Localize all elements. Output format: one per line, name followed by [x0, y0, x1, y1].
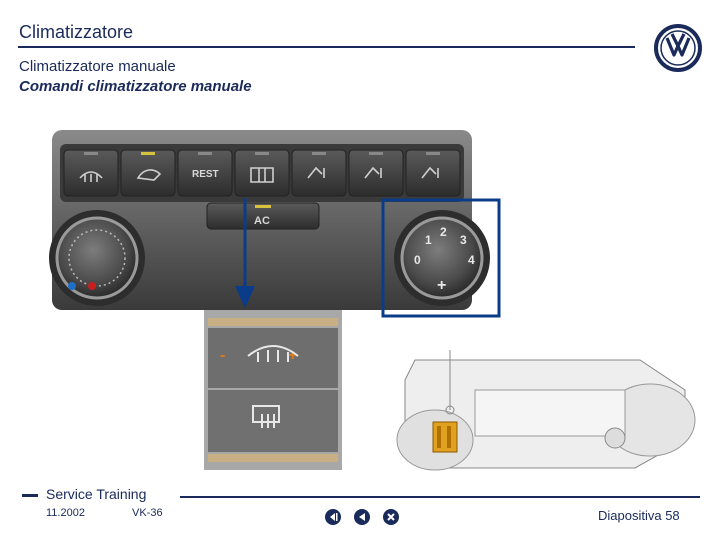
fan-speed-1: 1: [425, 233, 432, 247]
first-slide-icon: [330, 513, 338, 521]
fan-plus: +: [437, 277, 446, 294]
slide-subtitle: Climatizzatore manuale: [19, 58, 176, 75]
close-button[interactable]: [383, 509, 399, 525]
rest-label: REST: [192, 169, 219, 180]
prev-slide-button[interactable]: [354, 509, 370, 525]
blower-switch-zoom-image: - +: [204, 310, 342, 470]
ac-label: AC: [254, 215, 270, 227]
close-icon: [387, 513, 395, 521]
windshield-defrost-icon: [247, 345, 299, 362]
blower-minus: -: [220, 347, 225, 364]
footer-brand: Service Training: [46, 486, 147, 502]
title-divider: [18, 46, 635, 48]
rear-window-defrost-icon: [252, 405, 280, 428]
blower-plus: +: [288, 347, 297, 364]
vw-logo-icon: [654, 24, 702, 72]
fan-speed-0: 0: [414, 253, 421, 267]
slide-subtitle-bold: Comandi climatizzatore manuale: [19, 78, 252, 95]
prev-slide-icon: [359, 513, 365, 521]
fan-speed-2: 2: [440, 225, 447, 239]
first-slide-button[interactable]: [325, 509, 341, 525]
slide-title: Climatizzatore: [19, 22, 134, 42]
footer-code: VK-36: [132, 507, 163, 519]
footer-dash: [22, 494, 38, 497]
slide-number: Diapositiva 58: [598, 508, 680, 523]
fan-speed-3: 3: [460, 233, 467, 247]
fan-speed-4: 4: [468, 253, 475, 267]
footer-date: 11.2002: [46, 507, 85, 519]
control-panel-image: REST AC 1 2 3 0 4 +: [49, 130, 501, 318]
climate-unit-image: [396, 350, 696, 471]
footer-divider: [180, 496, 700, 498]
